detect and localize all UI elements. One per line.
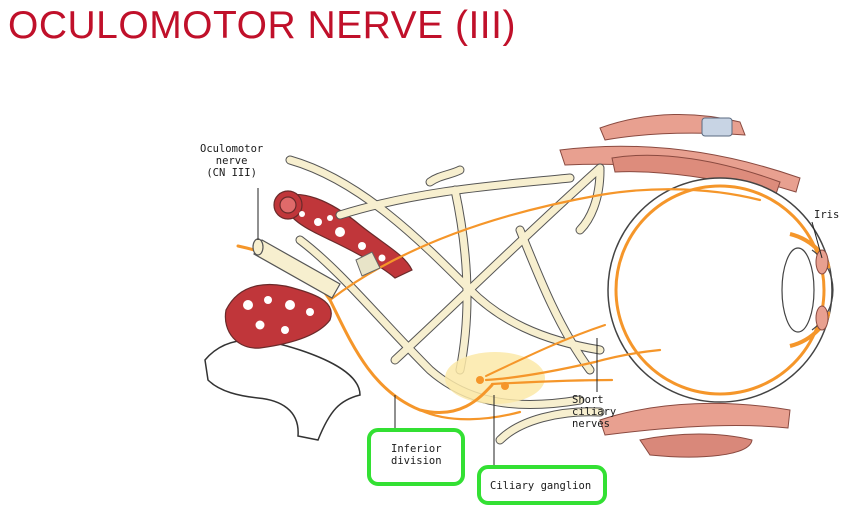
label-inferior-division: Inferior division — [391, 443, 442, 467]
sinus-structure — [204, 339, 361, 441]
oculomotor-stump — [252, 238, 381, 299]
slide-title: OCULOMOTOR NERVE (III) — [8, 4, 516, 47]
arteries — [224, 190, 413, 349]
label-ciliary-ganglion: Ciliary ganglion — [490, 480, 592, 492]
ciliary-ganglion-blob — [445, 352, 545, 404]
label-short-ciliary-nerves: Short ciliary nerves — [572, 394, 617, 430]
other-nerves — [285, 155, 605, 445]
leader-lines — [257, 188, 598, 466]
eyeball — [607, 177, 834, 403]
superior-muscles — [559, 113, 801, 195]
label-oculomotor-nerve: Oculomotor nerve (CN III) — [200, 143, 264, 179]
label-iris: Iris — [814, 209, 840, 221]
inferior-muscles — [599, 402, 791, 458]
